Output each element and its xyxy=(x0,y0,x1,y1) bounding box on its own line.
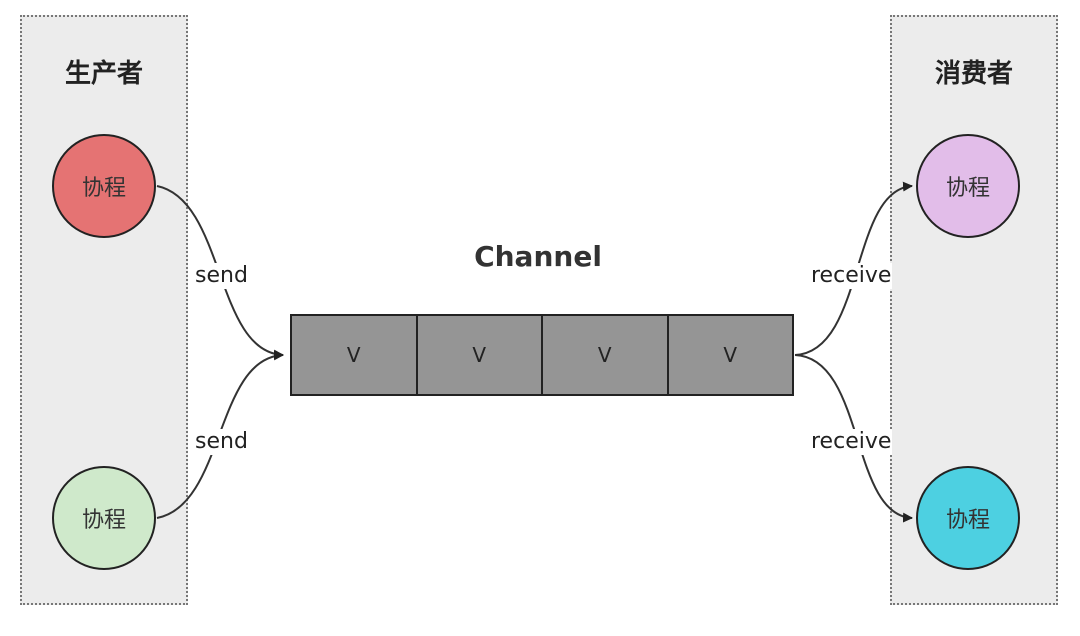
consumer-title: 消费者 xyxy=(934,59,1013,89)
producer-coroutine-2-label: 协程 xyxy=(81,508,126,533)
channel-cell: V xyxy=(290,314,418,396)
send-label-top: send xyxy=(194,263,249,289)
receive-label-top: receive xyxy=(810,263,893,289)
channel-buffer: V V V V xyxy=(290,314,794,396)
consumer-coroutine-2-label: 协程 xyxy=(945,508,990,533)
send-label-bottom: send xyxy=(194,429,249,455)
channel-title: Channel xyxy=(474,240,602,273)
producer-title: 生产者 xyxy=(64,59,143,89)
consumer-coroutine-2: 协程 xyxy=(916,466,1020,570)
producer-coroutine-2: 协程 xyxy=(52,466,156,570)
consumer-coroutine-1-label: 协程 xyxy=(945,176,990,201)
consumer-coroutine-1: 协程 xyxy=(916,134,1020,238)
channel-cell: V xyxy=(415,314,543,396)
producer-coroutine-1-label: 协程 xyxy=(81,176,126,201)
receive-label-bottom: receive xyxy=(810,429,893,455)
channel-cell: V xyxy=(541,314,669,396)
producer-coroutine-1: 协程 xyxy=(52,134,156,238)
channel-cell: V xyxy=(666,314,794,396)
